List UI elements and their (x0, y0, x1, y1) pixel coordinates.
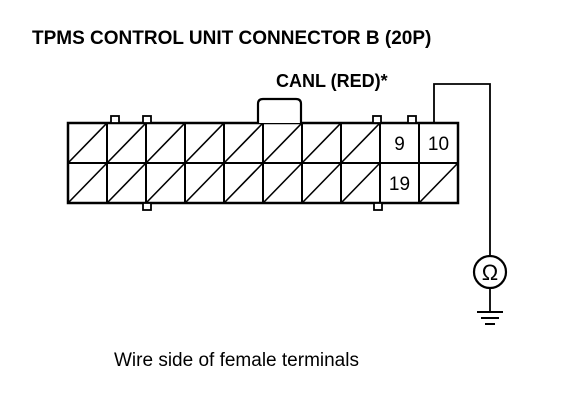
terminal-labels: 9 10 19 (389, 134, 449, 195)
guide-pin-bottom-1 (142, 202, 152, 211)
diagram-caption: Wire side of female terminals (114, 350, 359, 371)
empty-cavity-hatch (419, 163, 458, 203)
wire-label: CANL (RED)* (276, 71, 388, 91)
diagram-title: TPMS CONTROL UNIT CONNECTOR B (20P) (32, 28, 431, 49)
guide-pin-top-1 (110, 115, 120, 124)
guide-pin-top-4 (407, 115, 417, 124)
empty-cavity-hatch (185, 163, 224, 203)
empty-cavity-hatch (302, 163, 341, 203)
empty-cavity-hatch (263, 123, 302, 163)
test-lead-wire (433, 83, 491, 256)
terminal-label-9: 9 (394, 134, 405, 155)
empty-cavity-hatch (146, 123, 185, 163)
empty-cavity-hatch (341, 123, 380, 163)
empty-cavity-hatch (302, 123, 341, 163)
terminal-label-19: 19 (389, 174, 410, 195)
guide-pin-top-3 (372, 115, 382, 124)
guide-pin-top-2 (142, 115, 152, 124)
empty-cavity-hatch (263, 163, 302, 203)
empty-cavity-hatch (68, 123, 107, 163)
ohm-symbol: Ω (482, 260, 498, 285)
empty-cavity-hatch (341, 163, 380, 203)
empty-cavity-hatch (146, 163, 185, 203)
empty-cavity-hatch (107, 123, 146, 163)
terminal-label-10: 10 (428, 134, 449, 155)
connector-body: 9 10 19 (66, 97, 460, 211)
guide-pin-bottom-2 (373, 202, 383, 211)
ground-icon (477, 311, 503, 325)
empty-cavity-hatch (185, 123, 224, 163)
locking-tab (256, 97, 303, 123)
empty-cavity-hatch (224, 123, 263, 163)
empty-cavity-hatch (224, 163, 263, 203)
ohmmeter: Ω (472, 254, 508, 290)
empty-cavity-hatch (107, 163, 146, 203)
empty-cavity-hatch (68, 163, 107, 203)
terminal-cavities (68, 123, 458, 203)
